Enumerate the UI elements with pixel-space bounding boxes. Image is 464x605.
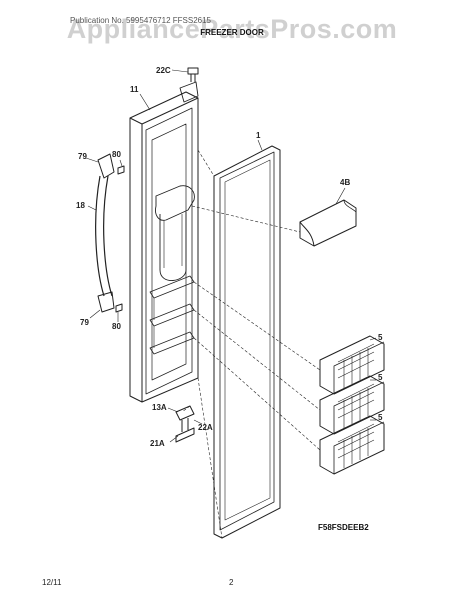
door-gasket xyxy=(213,145,281,539)
screw-upper xyxy=(117,165,125,175)
door-basket-3 xyxy=(319,415,385,475)
door-basket-2 xyxy=(319,375,385,435)
label-80-upper: 80 xyxy=(112,150,121,159)
diagram-code: F58FSDEEB2 xyxy=(318,523,369,532)
label-11: 11 xyxy=(130,85,139,94)
leader-lines xyxy=(85,69,377,443)
label-5-top: 5 xyxy=(378,333,383,342)
label-80-lower: 80 xyxy=(112,322,121,331)
projection-lines xyxy=(181,149,321,539)
door-handle xyxy=(95,153,115,313)
label-13A: 13A xyxy=(152,403,167,412)
lower-hinge-assembly xyxy=(175,405,195,443)
door-basket-1 xyxy=(319,335,385,395)
label-22C: 22C xyxy=(156,66,171,75)
footer-date: 12/11 xyxy=(42,578,62,587)
label-22A: 22A xyxy=(198,423,213,432)
footer-page-number: 2 xyxy=(229,578,234,587)
label-5-bottom: 5 xyxy=(378,413,383,422)
label-79-lower: 79 xyxy=(80,318,89,327)
watermark: AppliancePartsPros.com xyxy=(66,14,398,44)
label-21A: 21A xyxy=(150,439,165,448)
label-4B: 4B xyxy=(340,178,350,187)
label-1: 1 xyxy=(256,131,261,140)
label-79-upper: 79 xyxy=(78,152,87,161)
door-bin-small xyxy=(299,199,357,247)
publication-line: Publication No. 5995476712 FFSS2615 xyxy=(70,16,211,25)
screw-lower xyxy=(115,303,123,313)
label-18: 18 xyxy=(76,201,85,210)
door-panel xyxy=(129,81,199,403)
page-title: FREEZER DOOR xyxy=(200,28,264,37)
hinge-pin-top xyxy=(187,67,199,82)
label-5-middle: 5 xyxy=(378,373,383,382)
